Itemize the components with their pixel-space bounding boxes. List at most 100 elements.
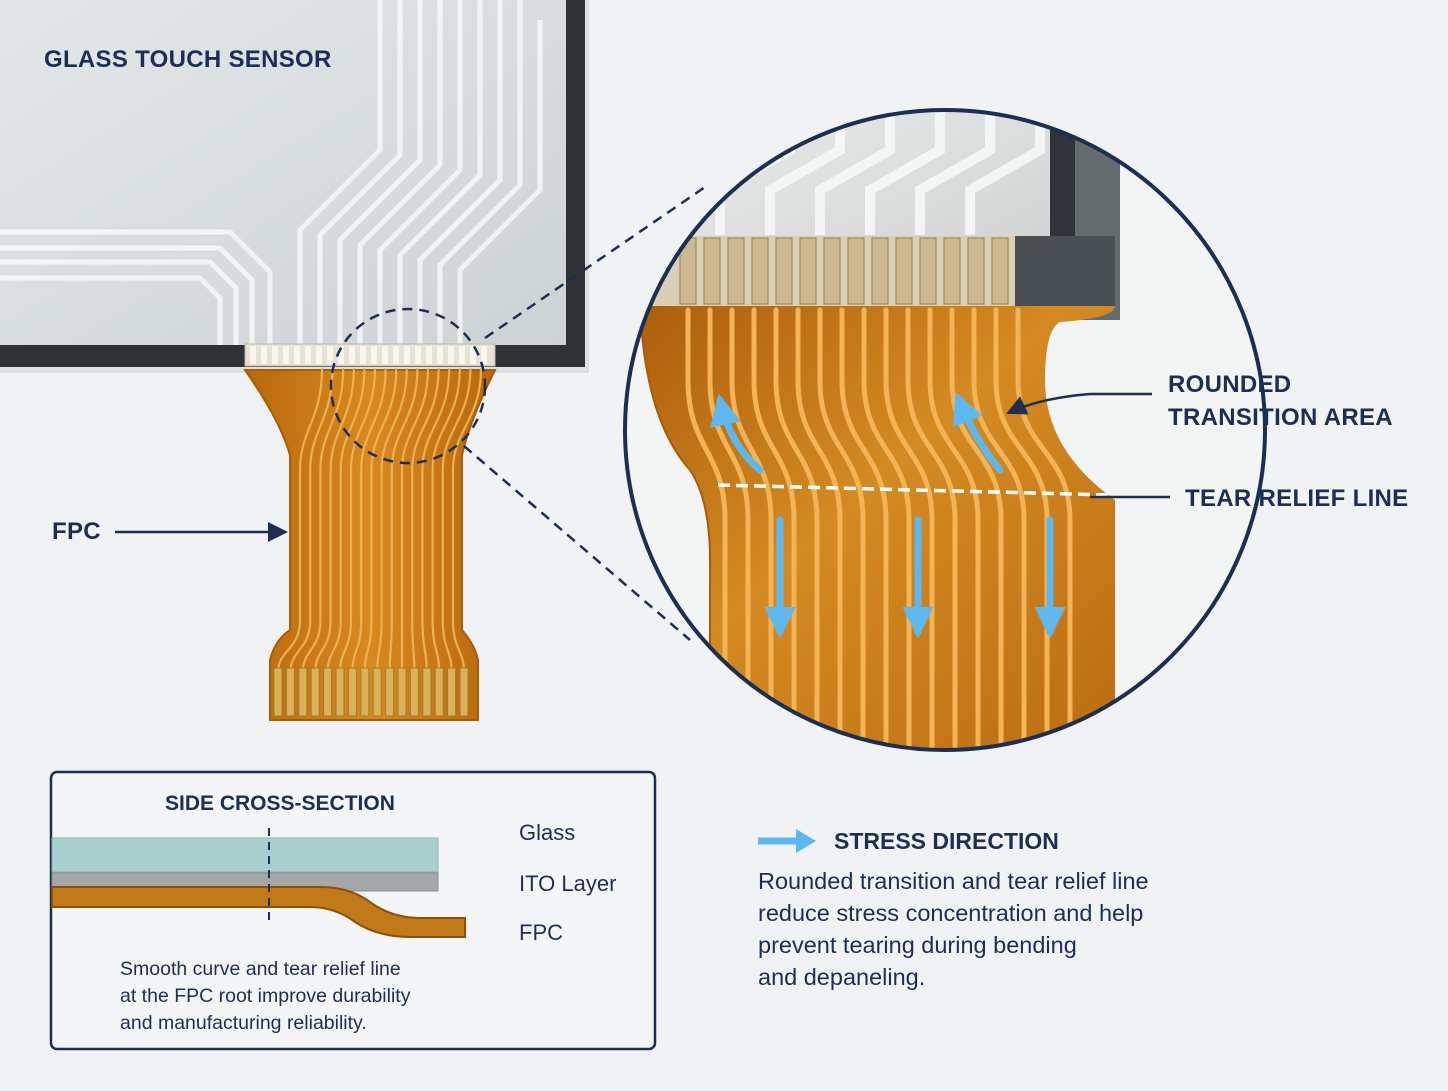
- zoom-bond-pad: [727, 237, 745, 305]
- zoom-bond-pad: [991, 237, 1009, 305]
- gold-finger: [285, 667, 295, 717]
- fpc-trace: [338, 367, 377, 673]
- cross-section-note: Smooth curve and tear relief line at the…: [120, 958, 411, 1034]
- zoom-bond-pad: [823, 237, 841, 305]
- bond-pad: [316, 346, 322, 364]
- zoom-trace: [751, 307, 797, 750]
- bond-pad: [261, 346, 267, 364]
- zoom-bond-pad: [943, 237, 961, 305]
- fpc-trace: [301, 367, 345, 673]
- gold-finger: [360, 667, 370, 717]
- cross-section-panel: [49, 770, 657, 1051]
- fpc-trace: [363, 367, 398, 673]
- fpc-trace: [276, 367, 324, 673]
- zoom-trace: [993, 307, 1050, 750]
- bond-pad: [294, 346, 300, 364]
- bond-pad: [360, 346, 366, 364]
- bond-pad: [371, 346, 377, 364]
- stress-direction-title: STRESS DIRECTION: [834, 828, 1059, 854]
- zoom-circle-border: [623, 108, 1267, 752]
- gold-finger: [273, 667, 283, 717]
- bond-pad: [459, 346, 465, 364]
- gold-finger: [397, 667, 407, 717]
- zoom-trace: [883, 307, 935, 750]
- fpc-trace: [431, 367, 461, 673]
- glass-sensor-label: GLASS TOUCH SENSOR: [44, 46, 332, 73]
- bond-pad: [481, 346, 487, 364]
- stress-direction-text: Rounded transition and tear relief line …: [758, 868, 1149, 990]
- gold-finger: [335, 667, 345, 717]
- fpc-label: FPC: [52, 518, 101, 545]
- gold-finger: [422, 667, 432, 717]
- fpc-trace: [400, 367, 430, 672]
- fpc-trace: [388, 367, 419, 673]
- gold-finger: [310, 667, 320, 717]
- zoom-bond-pad: [799, 237, 817, 305]
- zoom-trace: [927, 307, 981, 750]
- gold-finger: [459, 667, 469, 717]
- fpc-trace: [411, 367, 440, 673]
- zoom-bond-pad: [703, 237, 721, 305]
- zoom-trace: [905, 307, 958, 750]
- fpc-trace: [289, 367, 334, 673]
- gold-finger: [372, 667, 382, 717]
- bond-pad: [437, 346, 443, 364]
- bond-pad: [250, 346, 256, 364]
- bond-pad: [338, 346, 344, 364]
- glass-touch-sensor: [0, 0, 589, 373]
- zoom-bond-pad: [919, 237, 937, 305]
- zoom-bond-pad: [775, 237, 793, 305]
- bond-pad: [327, 346, 333, 364]
- fpc-trace: [376, 367, 408, 673]
- zoom-trace: [861, 307, 912, 750]
- bond-pad: [305, 346, 311, 364]
- bond-pad: [272, 346, 278, 364]
- rounded-transition-label: ROUNDED TRANSITION AREA: [1168, 371, 1393, 431]
- bond-pad: [393, 346, 399, 364]
- fpc-trace: [314, 367, 355, 673]
- zoom-trace: [817, 307, 866, 750]
- zoom-trace: [795, 307, 843, 750]
- gold-finger: [447, 667, 457, 717]
- cross-section-title: SIDE CROSS-SECTION: [165, 792, 395, 815]
- stress-arrows: [710, 392, 1066, 639]
- gold-finger: [409, 667, 419, 717]
- fpc-trace: [326, 367, 366, 673]
- gold-finger: [347, 667, 357, 717]
- bond-pad: [283, 346, 289, 364]
- fpc-trace: [441, 367, 472, 673]
- layer-label-ito: ITO Layer: [519, 871, 617, 896]
- zoom-trace: [685, 307, 728, 750]
- fpc-trace: [351, 367, 387, 673]
- gold-finger: [385, 667, 395, 717]
- zoom-trace: [1015, 307, 1073, 750]
- bond-pad: [382, 346, 388, 364]
- zoom-trace: [839, 307, 889, 750]
- zoom-trace: [949, 307, 1004, 750]
- gold-finger: [298, 667, 308, 717]
- bond-pad: [448, 346, 454, 364]
- stress-legend-arrow: [758, 829, 816, 853]
- bond-pad: [415, 346, 421, 364]
- bond-pad: [404, 346, 410, 364]
- zoom-trace: [773, 307, 820, 750]
- fpc-trace: [451, 367, 483, 673]
- fpc-tail: [243, 343, 497, 721]
- gold-finger: [323, 667, 333, 717]
- gold-finger: [434, 667, 444, 717]
- bond-pad: [426, 346, 432, 364]
- bond-pad: [349, 346, 355, 364]
- layer-label-glass: Glass: [519, 820, 576, 845]
- tear-relief-label: TEAR RELIEF LINE: [1185, 485, 1409, 512]
- bond-pad: [470, 346, 476, 364]
- zoom-indicator: [329, 183, 709, 641]
- zoom-bond-pad: [871, 237, 889, 305]
- zoom-bond-pad: [847, 237, 865, 305]
- zoom-bond-pad: [967, 237, 985, 305]
- layer-label-fpc: FPC: [519, 920, 563, 945]
- fpc-trace: [421, 367, 451, 673]
- zoom-bond-pad: [751, 237, 769, 305]
- zoom-bond-pad: [895, 237, 913, 305]
